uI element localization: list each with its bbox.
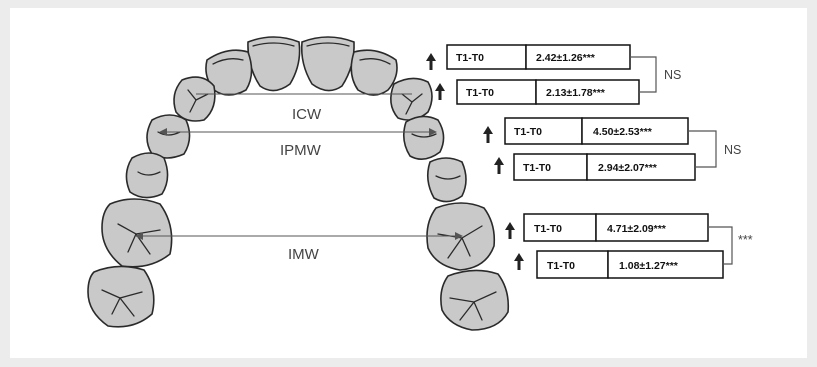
tooth-second-premolar-right	[426, 157, 467, 203]
icw-row2-value-cell	[535, 79, 640, 105]
ipmw-row2-label: T1-T0	[523, 162, 551, 174]
tooth-second-molar-right	[440, 269, 510, 331]
imw-label: IMW	[288, 246, 320, 263]
ipmw-row2-value: 2.94±2.07***	[598, 162, 658, 174]
width-measurements: ICW IPMW IMW	[135, 93, 463, 263]
ipmw-row2-value-cell	[586, 153, 696, 181]
icw-label: ICW	[292, 106, 322, 123]
figure-panel: ICW IPMW IMW T1-T0 2.42±1.26*** T1-T0 2.…	[10, 8, 807, 358]
tooth-central-incisor-right	[300, 36, 355, 92]
increase-arrow-icon	[426, 53, 436, 70]
tooth-central-incisor-left	[247, 36, 301, 92]
tooth-first-premolar-left	[146, 114, 191, 159]
imw-results: T1-T0 4.71±2.09*** T1-T0 1.08±1.27*** **…	[505, 213, 753, 279]
tooth-lateral-incisor-right	[350, 49, 398, 96]
increase-arrow-icon	[514, 253, 524, 270]
tooth-first-molar-left	[101, 198, 173, 268]
icw-results: T1-T0 2.42±1.26*** T1-T0 2.13±1.78*** NS	[426, 44, 681, 105]
ipmw-label: IPMW	[280, 142, 322, 159]
ipmw-comparison: NS	[724, 143, 741, 157]
icw-row1-label: T1-T0	[456, 52, 484, 64]
imw-comparison: ***	[738, 233, 753, 247]
ipmw-row1-value-cell	[581, 117, 689, 145]
icw-row1-label-cell	[446, 44, 527, 70]
icw-row1-value: 2.42±1.26***	[536, 52, 596, 64]
ipmw-results: T1-T0 4.50±2.53*** T1-T0 2.94±2.07*** NS	[483, 117, 741, 181]
dental-arch-diagram: ICW IPMW IMW T1-T0 2.42±1.26*** T1-T0 2.…	[87, 36, 753, 331]
icw-comparison: NS	[664, 68, 681, 82]
dental-arch	[87, 36, 510, 331]
icw-comparison-bracket	[630, 56, 657, 93]
ipmw-row1-label: T1-T0	[514, 126, 542, 138]
imw-row2-label-cell	[536, 250, 609, 279]
imw-row1-value: 4.71±2.09***	[607, 223, 667, 235]
tooth-first-premolar-right	[402, 115, 445, 160]
ipmw-row2-label-cell	[513, 153, 588, 181]
icw-row2-value: 2.13±1.78***	[546, 87, 606, 99]
imw-row2-label: T1-T0	[547, 260, 575, 272]
imw-row2-value: 1.08±1.27***	[619, 260, 679, 272]
increase-arrow-icon	[494, 157, 504, 174]
tooth-second-molar-left	[87, 265, 155, 328]
icw-row2-label: T1-T0	[466, 87, 494, 99]
tooth-canine-right	[390, 77, 433, 121]
icw-row1-value-cell	[525, 44, 631, 70]
icw-row2-label-cell	[456, 79, 537, 105]
ipmw-comparison-bracket	[688, 130, 717, 168]
imw-comparison-bracket	[708, 226, 733, 265]
increase-arrow-icon	[435, 83, 445, 100]
imw-row1-value-cell	[595, 213, 709, 242]
imw-row1-label: T1-T0	[534, 223, 562, 235]
ipmw-row1-value: 4.50±2.53***	[593, 126, 653, 138]
increase-arrow-icon	[505, 222, 515, 239]
increase-arrow-icon	[483, 126, 493, 143]
